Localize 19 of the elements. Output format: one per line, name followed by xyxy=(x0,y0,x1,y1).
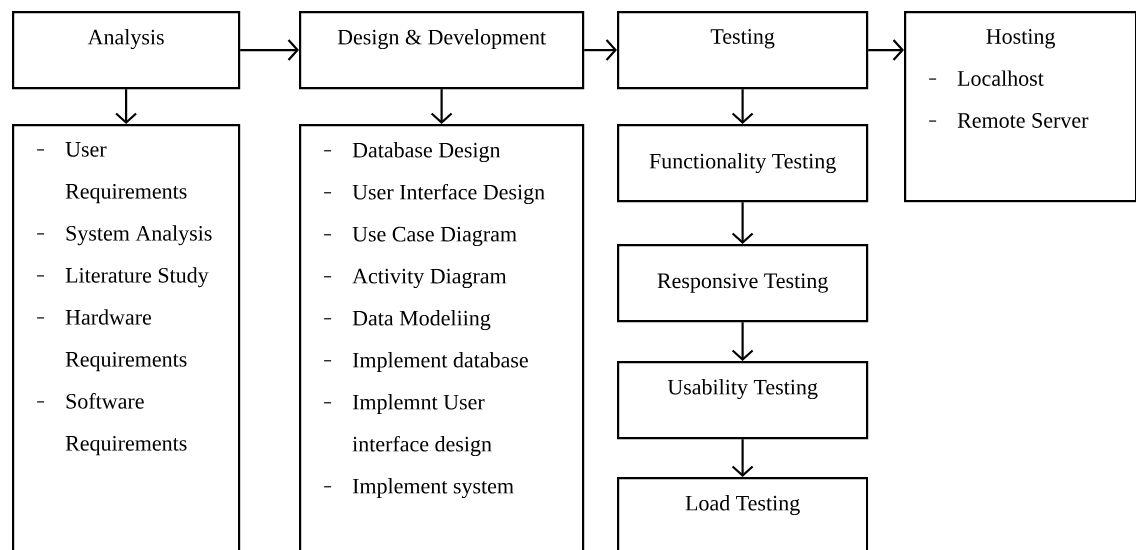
stage-box: Design & Development xyxy=(299,11,585,90)
stage-box: Hosting Localhost Remote Server xyxy=(904,11,1136,203)
list-box: User Requirements System Analysis Literature Study Hardware Requirements Software Requirements xyxy=(12,124,241,550)
stage-box: Analysis xyxy=(12,11,241,90)
arrow xyxy=(731,202,754,244)
arrow xyxy=(430,89,453,124)
stage-box: Testing xyxy=(617,11,869,90)
arrow xyxy=(584,39,617,61)
arrow xyxy=(115,89,137,124)
arrow xyxy=(731,439,754,477)
arrow xyxy=(731,89,754,124)
step-box: Usability Testing xyxy=(617,361,869,440)
list-box: Database Design User Interface Design Use Case Diagram Activity Diagram Data Modeliing Implement database Implemnt User interface design Implement system xyxy=(299,124,585,550)
step-box: Load Testing xyxy=(617,477,869,550)
arrow xyxy=(868,39,904,61)
arrow xyxy=(240,39,299,61)
step-box: Functionality Testing xyxy=(617,124,869,203)
step-box: Responsive Testing xyxy=(617,244,869,323)
arrow xyxy=(731,322,754,361)
